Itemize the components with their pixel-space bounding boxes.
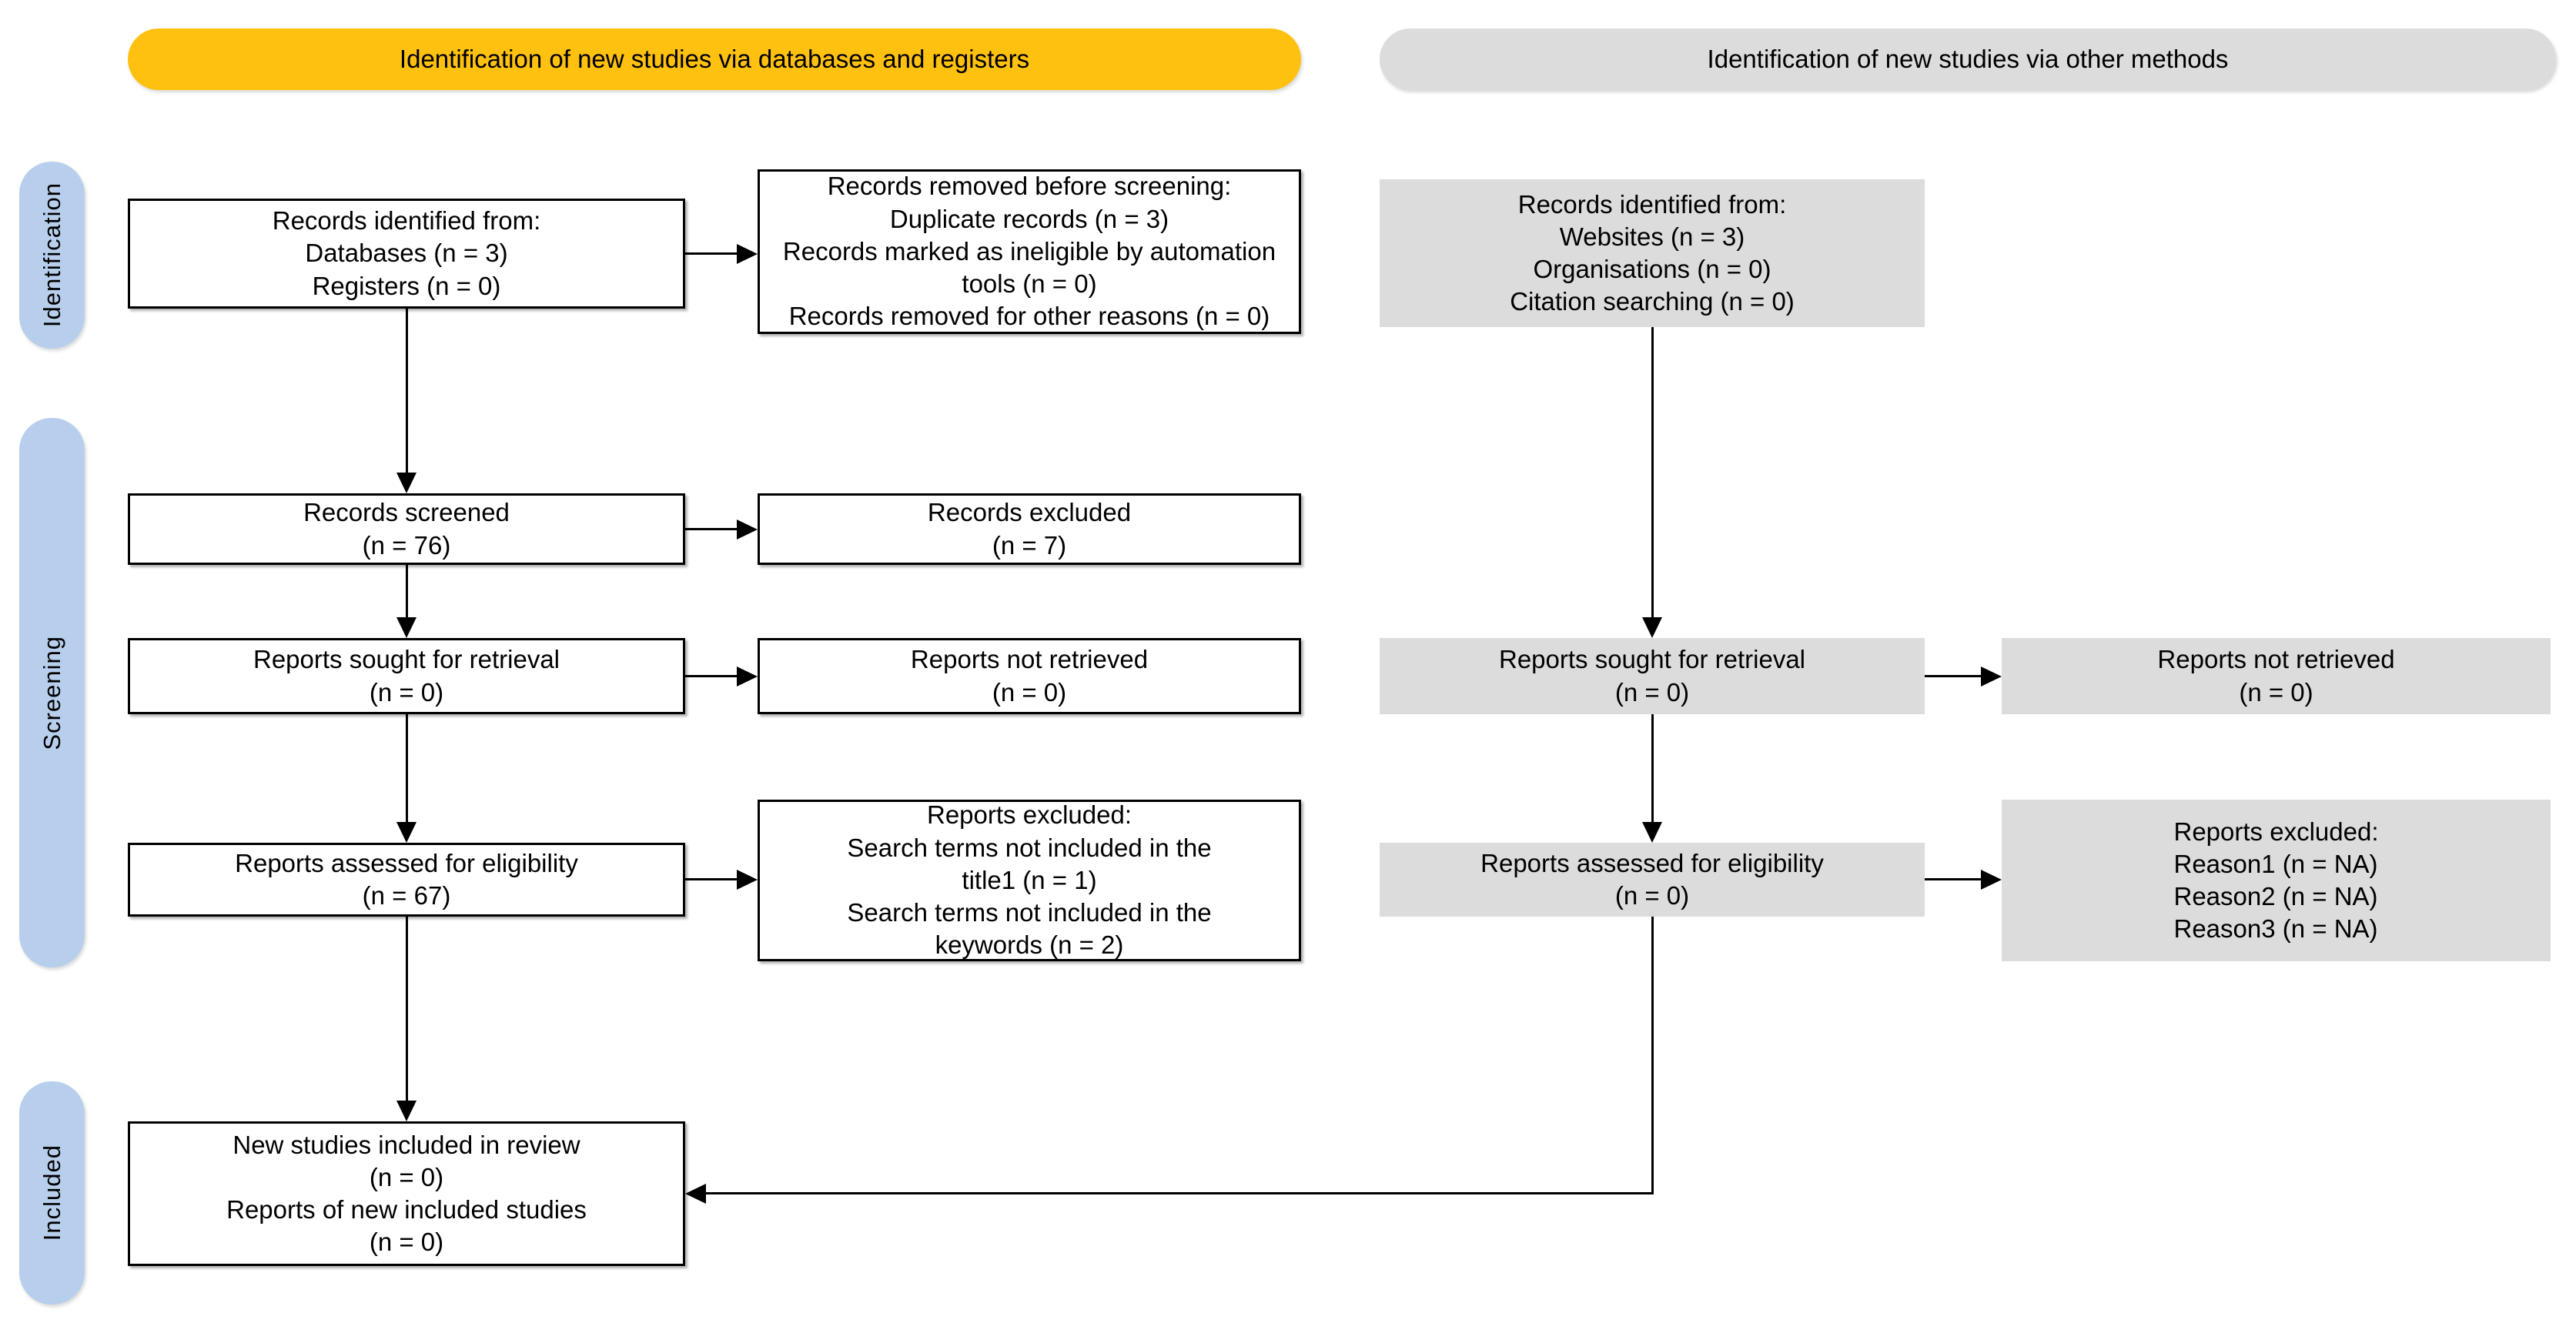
box-reports-excluded-other: Reports excluded: Reason1 (n = NA) Reaso… — [2002, 800, 2551, 961]
box-new-studies-included: New studies included in review (n = 0) R… — [128, 1121, 685, 1266]
connector-other-sought-to-notretrieved — [1925, 675, 1981, 677]
box-reports-sought-databases: Reports sought for retrieval (n = 0) — [128, 638, 685, 714]
arrowhead-other-assessed-to-excluded — [1981, 870, 2002, 890]
arrowhead-sought-to-assessed — [396, 822, 417, 843]
box-records-screened: Records screened (n = 76) — [128, 493, 685, 565]
header-databases-registers-label: Identification of new studies via databa… — [399, 45, 1030, 73]
stage-identification: Identification — [19, 162, 85, 349]
stage-screening-label: Screening — [38, 635, 65, 750]
arrowhead-identified-to-screened — [396, 473, 417, 493]
box-records-identified-databases-text: Records identified from: Databases (n = … — [272, 206, 541, 300]
box-records-identified-other-text: Records identified from: Websites (n = 3… — [1510, 189, 1795, 316]
arrowhead-screened-to-sought — [396, 617, 417, 638]
box-reports-assessed-other-text: Reports assessed for eligibility (n = 0) — [1480, 848, 1824, 910]
box-reports-not-retrieved-databases: Reports not retrieved (n = 0) — [758, 638, 1301, 714]
connector-assessed-to-excluded — [685, 878, 737, 880]
box-reports-assessed-databases-text: Reports assessed for eligibility (n = 67… — [235, 848, 578, 910]
box-records-identified-other: Records identified from: Websites (n = 3… — [1380, 179, 1925, 327]
box-reports-excluded-other-text: Reports excluded: Reason1 (n = NA) Reaso… — [2173, 817, 2379, 944]
box-reports-assessed-other: Reports assessed for eligibility (n = 0) — [1380, 843, 1925, 917]
arrowhead-other-sought-to-notretrieved — [1981, 667, 2002, 687]
stage-included-label: Included — [38, 1144, 65, 1241]
box-reports-not-retrieved-other-text: Reports not retrieved (n = 0) — [2157, 645, 2395, 707]
box-records-removed-before-screening-text: Records removed before screening: Duplic… — [782, 172, 1276, 331]
box-reports-excluded-databases-text: Reports excluded: Search terms not inclu… — [847, 800, 1212, 960]
arrowhead-other-to-included — [685, 1184, 706, 1204]
arrowhead-screened-to-excluded — [737, 520, 758, 540]
arrowhead-other-identified-to-sought — [1642, 617, 1662, 638]
connector-other-assessed-to-excluded — [1925, 878, 1981, 880]
header-other-methods: Identification of new studies via other … — [1380, 28, 2556, 90]
connector-assessed-to-included — [406, 917, 408, 1101]
stage-screening: Screening — [19, 418, 85, 967]
box-new-studies-included-text: New studies included in review (n = 0) R… — [226, 1130, 587, 1257]
box-reports-not-retrieved-other: Reports not retrieved (n = 0) — [2002, 638, 2551, 714]
connector-other-assessed-elbow-vertical — [1651, 917, 1654, 1194]
connector-sought-to-notretrieved — [685, 675, 737, 677]
connector-identified-to-screened — [406, 309, 408, 473]
connector-other-sought-to-assessed — [1651, 714, 1654, 822]
box-records-identified-databases: Records identified from: Databases (n = … — [128, 199, 685, 309]
connector-screened-to-sought — [406, 565, 408, 617]
box-reports-sought-databases-text: Reports sought for retrieval (n = 0) — [253, 645, 560, 707]
arrowhead-sought-to-notretrieved — [737, 667, 758, 687]
arrowhead-identified-to-removed — [737, 244, 758, 264]
box-records-excluded: Records excluded (n = 7) — [758, 493, 1301, 565]
box-reports-sought-other: Reports sought for retrieval (n = 0) — [1380, 638, 1925, 714]
connector-identified-to-removed — [685, 252, 737, 255]
connector-other-identified-to-sought — [1651, 327, 1654, 617]
box-reports-not-retrieved-databases-text: Reports not retrieved (n = 0) — [910, 645, 1149, 707]
box-reports-assessed-databases: Reports assessed for eligibility (n = 67… — [128, 843, 685, 917]
connector-other-assessed-elbow-horizontal — [706, 1192, 1654, 1194]
header-databases-registers: Identification of new studies via databa… — [128, 28, 1301, 90]
box-reports-sought-other-text: Reports sought for retrieval (n = 0) — [1498, 645, 1805, 707]
connector-screened-to-excluded — [685, 528, 737, 530]
header-other-methods-label: Identification of new studies via other … — [1707, 45, 2229, 73]
box-records-excluded-text: Records excluded (n = 7) — [927, 498, 1132, 560]
box-reports-excluded-databases: Reports excluded: Search terms not inclu… — [758, 800, 1301, 961]
arrowhead-other-sought-to-assessed — [1642, 822, 1662, 843]
arrowhead-assessed-to-included — [396, 1101, 417, 1121]
connector-sought-to-assessed — [406, 714, 408, 822]
box-records-screened-text: Records screened (n = 76) — [303, 498, 510, 560]
stage-included: Included — [19, 1081, 85, 1305]
arrowhead-assessed-to-excluded — [737, 870, 758, 890]
stage-identification-label: Identification — [38, 182, 65, 328]
box-records-removed-before-screening: Records removed before screening: Duplic… — [758, 169, 1301, 334]
